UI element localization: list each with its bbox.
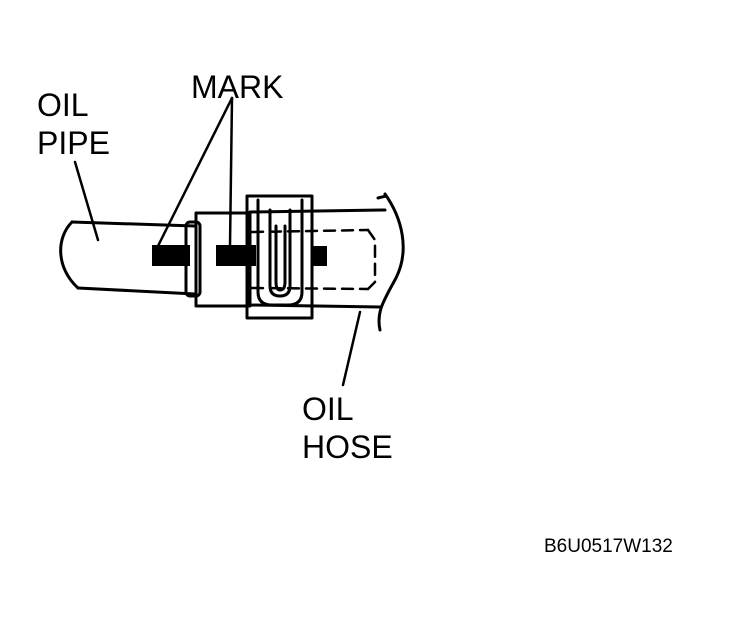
mark-on-pipe: [152, 245, 190, 266]
mark-right-stub: [312, 246, 327, 266]
clamp-spring-slot: [274, 224, 287, 292]
leader-mark-left: [156, 96, 234, 248]
hidden-pipe-end: [366, 228, 377, 291]
clamp-plate: [245, 194, 314, 320]
oil-hose-label-line-1: OIL: [302, 391, 354, 427]
clamp-spring-inner: [268, 208, 292, 298]
oil-hose-top-edge: [248, 208, 387, 214]
oil-pipe-break-end: [59, 220, 80, 290]
leader-lines: [73, 96, 362, 387]
clamp-spring-outer: [256, 198, 304, 307]
oil-pipe-label-line-2: PIPE: [37, 125, 110, 161]
mark-label: MARK: [191, 69, 284, 105]
oil-hose-break-top: [376, 194, 388, 200]
figure-code: B6U0517W132: [544, 536, 673, 557]
leader-mark-right: [228, 96, 234, 248]
oil-pipe-top-edge: [70, 220, 197, 228]
hose-clamp: [245, 194, 314, 320]
oil-hose-break-end: [377, 192, 405, 332]
oil-pipe-label: OIL PIPE: [37, 86, 110, 162]
leader-oil-pipe: [73, 160, 100, 242]
paint-marks: [152, 245, 327, 266]
oil-hose-label: OIL HOSE: [302, 390, 393, 466]
leader-oil-hose: [341, 310, 362, 387]
oil-pipe-bottom-edge: [76, 286, 197, 296]
mark-on-hose: [216, 245, 256, 266]
oil-pipe-label-line-1: OIL: [37, 87, 89, 123]
oil-hose-label-line-2: HOSE: [302, 429, 393, 465]
